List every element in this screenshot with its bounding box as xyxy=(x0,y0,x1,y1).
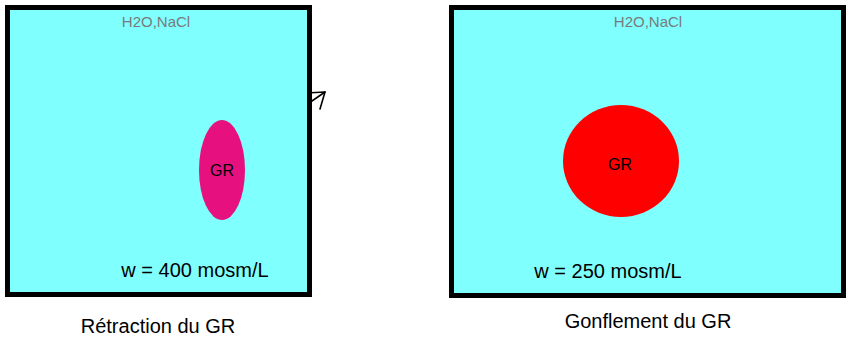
solution-label: H2O,NaCl xyxy=(614,13,682,30)
cell-body xyxy=(563,105,679,217)
solution-box: H2O,NaClw = 250 mosm/LGonflement du GRGR xyxy=(449,5,846,298)
osmolarity-label: w = 250 mosm/L xyxy=(534,260,681,283)
solution-box: H2O,NaClw = 400 mosm/LRétraction du GRGR xyxy=(5,5,312,297)
red-cell-swollen: GR xyxy=(563,105,679,217)
solution-label: H2O,NaCl xyxy=(122,13,190,30)
cell-label: GR xyxy=(210,162,234,180)
cell-label: GR xyxy=(608,156,632,174)
panel-caption: Gonflement du GR xyxy=(565,310,732,333)
osmolarity-label: w = 400 mosm/L xyxy=(121,259,268,282)
cell-body xyxy=(199,120,245,220)
red-cell-shrunk: GR xyxy=(199,120,245,220)
panel-caption: Rétraction du GR xyxy=(81,315,236,338)
